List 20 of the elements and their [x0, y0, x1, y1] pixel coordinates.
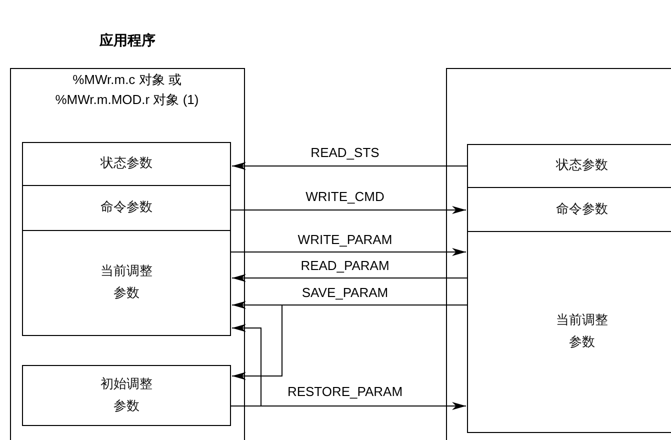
edge-label: WRITE_PARAM [296, 233, 394, 247]
arrow [230, 206, 466, 214]
edge-label: SAVE_PARAM [300, 286, 390, 300]
adjust-box: 初始调整参数 [22, 365, 231, 426]
arrow [230, 324, 262, 406]
edge-label: READ_STS [308, 146, 382, 160]
arrow [230, 248, 466, 256]
arrow [232, 162, 468, 170]
adjust-box: 当前调整参数 [22, 230, 231, 336]
arrow [232, 304, 468, 380]
adjust-box: 当前调整参数 [467, 231, 671, 433]
device-panel [446, 68, 671, 440]
edge-label: READ_PARAM [298, 259, 392, 273]
command-box: 命令参数 [22, 185, 231, 231]
status-box: 状态参数 [22, 142, 231, 186]
edge-label: WRITE_CMD [304, 190, 386, 204]
arrow [232, 274, 468, 282]
object-label: %MWr.m.c 对象 或 %MWr.m.MOD.r 对象 (1) [54, 71, 200, 109]
status-box: 状态参数 [467, 144, 671, 188]
column-heading: 应用程序 [98, 32, 156, 50]
